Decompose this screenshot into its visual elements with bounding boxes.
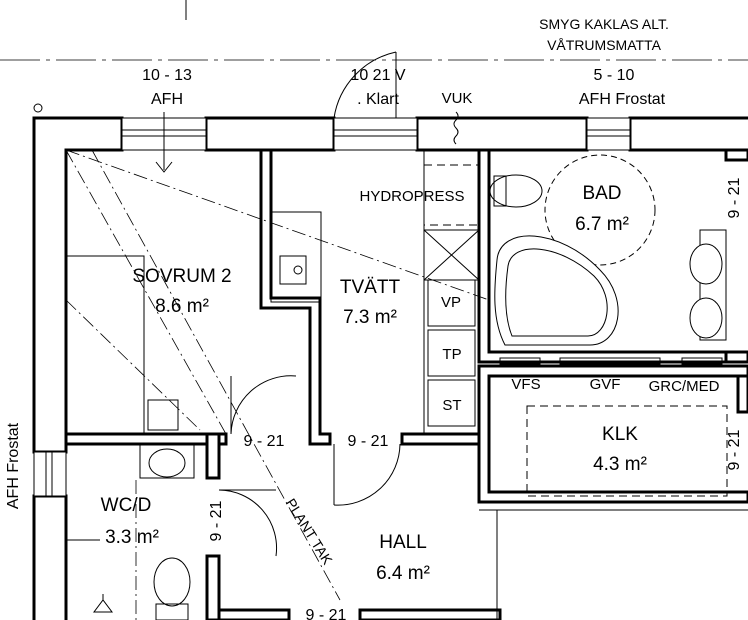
tp-box: [427, 329, 476, 377]
label-plant-tak: PLANT TAK: [283, 495, 337, 567]
label-vuk: VUK: [442, 90, 473, 107]
hydropress-cross-2: [423, 229, 480, 281]
klk-dashed-area: [526, 405, 728, 497]
wall-sovrum-bottom-stub: [205, 432, 221, 480]
wardrobe-outline: [66, 255, 145, 434]
outer-wall-top-mid: [204, 116, 336, 152]
outer-wall-top-left: [32, 116, 124, 454]
label-gvf: GVF: [590, 376, 621, 393]
tvatt-counter: [270, 211, 322, 303]
room-area-klk: 4.3 m²: [593, 454, 647, 475]
tvatt-sink: [279, 255, 307, 285]
door-code-sovrum: 9 - 21: [244, 433, 285, 450]
label-vfs: VFS: [511, 376, 540, 393]
bad-turning-circle: [544, 154, 656, 266]
diagonal-line-1: [65, 149, 490, 301]
outer-wall-top-far-right: [628, 116, 748, 152]
wall-bad-right-stub: [724, 148, 748, 162]
room-name-wcd: WC/D: [101, 495, 152, 516]
door-code-tvatt: 9 - 21: [348, 433, 389, 450]
room-area-tvatt: 7.3 m²: [343, 307, 397, 328]
bad-toilet-tank: [493, 175, 507, 207]
bad-shelf-3: [681, 357, 723, 365]
wc-toilet: [153, 557, 191, 607]
window-right-type: AFH Frostat: [579, 91, 666, 108]
door-code-wc: 9 - 21: [208, 500, 225, 541]
door-swing-top: [333, 51, 397, 119]
wall-tvatt-hall: [400, 432, 481, 446]
window-wc: [33, 451, 67, 497]
window-left-type: AFH: [151, 91, 183, 108]
label-grc-med: GRC/MED: [649, 378, 720, 395]
window-right-code: 5 - 10: [594, 67, 635, 84]
wall-hall-bottom: [217, 608, 291, 620]
wall-bad-right-stub-2: [724, 350, 748, 364]
room-name-bad: BAD: [582, 183, 621, 204]
room-name-hall: HALL: [379, 532, 427, 553]
door-code-bad-right: 9 - 21: [726, 177, 743, 218]
vuk-symbol: [453, 111, 459, 145]
wall-hall-bottom-2: [358, 608, 502, 620]
st-box: [427, 379, 476, 427]
room-area-bad: 6.7 m²: [575, 214, 629, 235]
diagonal-line-3: [91, 149, 341, 601]
bad-basin-2: [689, 297, 723, 339]
side-frostat: AFH Frostat: [5, 422, 22, 509]
diagonal-line-4: [65, 299, 201, 431]
door-top-code: 10 21 V: [350, 67, 405, 84]
window-left-code: 10 - 13: [142, 67, 192, 84]
vp-box: [427, 279, 476, 327]
label-hydropress: HYDROPRESS: [359, 188, 464, 205]
bad-vanity: [699, 229, 727, 341]
bad-bathtub-outer: [494, 235, 619, 346]
wall-wc-right: [205, 554, 221, 620]
wc-basin-shelf: [139, 443, 195, 479]
floor-drain-symbol: [93, 594, 113, 613]
diagonal-line-2: [65, 149, 227, 435]
wall-sovrum-bottom: [64, 432, 228, 446]
wc-basin: [148, 448, 186, 478]
door-tvatt: [333, 443, 401, 506]
bad-toilet: [489, 174, 543, 208]
grid-marker: [33, 103, 43, 113]
room-area-wcd: 3.3 m²: [105, 527, 159, 548]
label-vp: VP: [441, 294, 461, 311]
door-wc: [218, 489, 278, 557]
wall-klk-right-stub: [736, 374, 748, 414]
room-name-tvatt: TVÄTT: [340, 277, 401, 298]
room-area-sovrum: 8.6 m²: [155, 296, 209, 317]
label-tp: TP: [442, 346, 461, 363]
wall-klk: [477, 364, 748, 504]
room-area-hall: 6.4 m²: [376, 563, 430, 584]
arrow-sovrum-head: [155, 161, 173, 173]
room-name-klk: KLK: [602, 424, 638, 445]
label-st: ST: [442, 397, 461, 414]
bad-bathtub-inner: [505, 248, 608, 337]
window-bad: [586, 117, 631, 151]
tvatt-sink-drain: [293, 265, 303, 275]
bad-shelf-2: [559, 357, 661, 365]
outer-wall-top-right: [415, 116, 589, 152]
wc-toilet-tank: [155, 603, 189, 620]
door-code-klk-right: 9 - 21: [726, 429, 743, 470]
window-door-top: [333, 117, 418, 151]
wardrobe-box: [147, 399, 179, 431]
door-code-bottom: 9 - 21: [306, 607, 347, 620]
note-smyg-2: VÅTRUMSMATTA: [547, 37, 661, 53]
note-smyg-1: SMYG KAKLAS ALT.: [539, 16, 669, 32]
room-name-sovrum: SOVRUM 2: [132, 266, 231, 287]
door-sovrum: [230, 375, 297, 435]
bad-shelf-1: [499, 357, 541, 365]
bad-basin-1: [689, 243, 723, 285]
outer-wall-left-lower: [32, 494, 68, 620]
door-top-note: . Klart: [357, 91, 399, 108]
